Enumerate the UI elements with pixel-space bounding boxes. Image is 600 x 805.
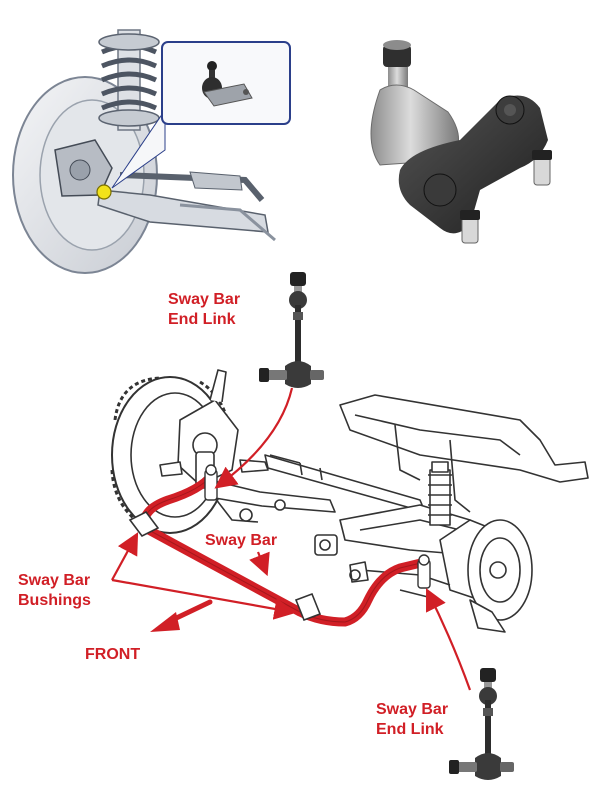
- end-link-mounted-left: [204, 464, 218, 501]
- label-sway-bar-bushings: Sway Bar Bushings: [18, 572, 91, 609]
- end-link-mounted-right: [417, 554, 431, 589]
- label-sway-bar: Sway Bar: [205, 532, 278, 549]
- ball-joint-photo: [370, 40, 552, 244]
- wheel-hub-illustration: [12, 29, 291, 274]
- suspension-line-drawing: [110, 369, 589, 633]
- sway-bar: [139, 470, 430, 627]
- end-link-part-bottom: [449, 668, 514, 780]
- front-direction-arrow: [150, 599, 213, 632]
- end-link-part-top: [259, 272, 324, 388]
- callout-arrows: [111, 387, 472, 691]
- sway-bar-bushings: [128, 510, 322, 622]
- label-sway-bar-end-link-bottom: Sway Bar End Link: [376, 701, 449, 738]
- label-sway-bar-end-link-top: Sway Bar End Link: [168, 291, 241, 328]
- label-front: FRONT: [85, 646, 141, 663]
